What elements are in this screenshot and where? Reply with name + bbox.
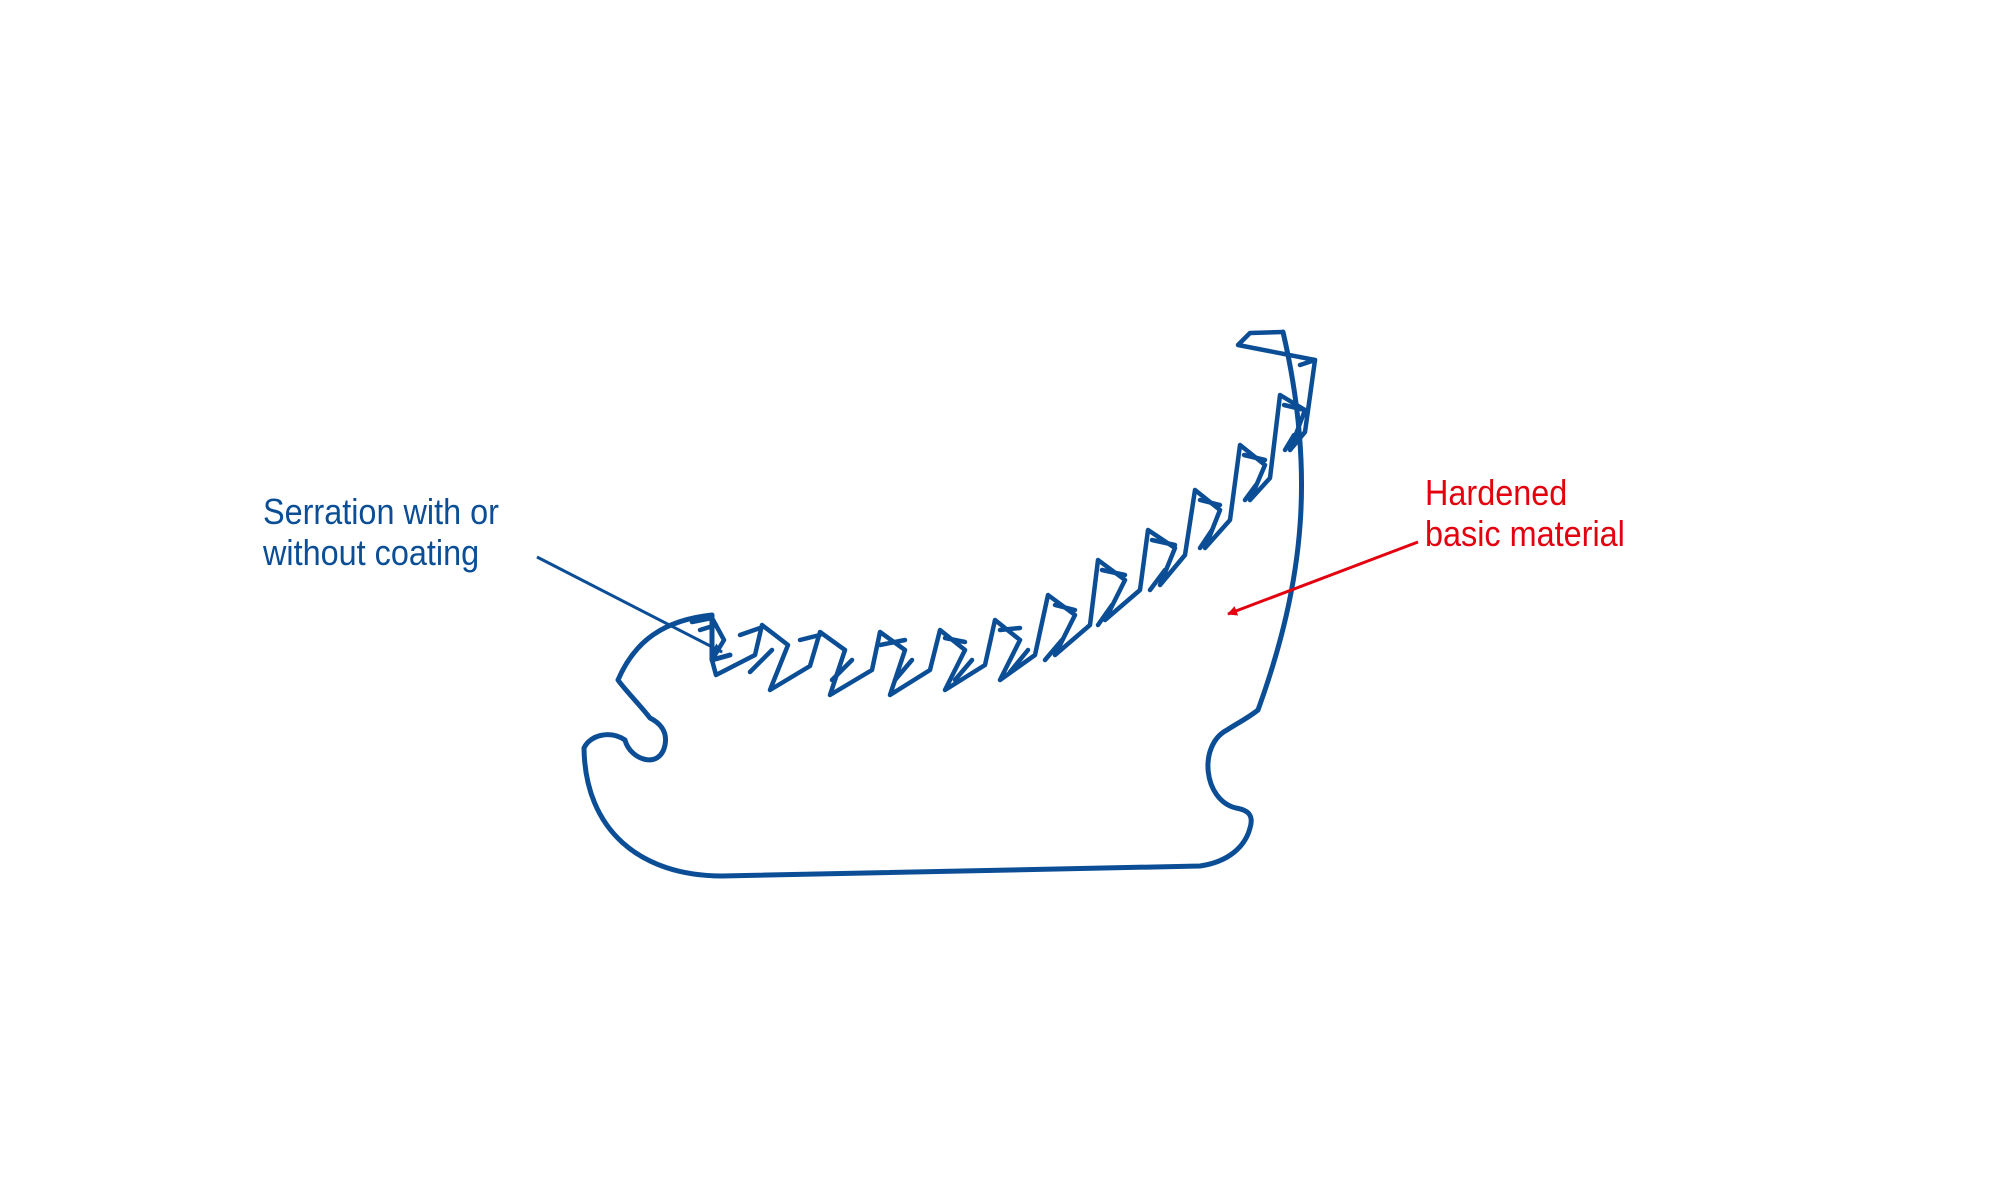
serration-teeth	[689, 329, 1318, 698]
hardened-leader-arrow	[1227, 540, 1419, 616]
blade-outline	[581, 329, 1305, 879]
hardened-label: Hardened basic material	[1425, 472, 1625, 554]
serration-label-line-1: Serration with or	[263, 491, 499, 532]
serration-leader-arrow	[536, 555, 723, 654]
serration-label: Serration with or without coating	[263, 491, 499, 573]
hardened-label-line-1: Hardened	[1425, 472, 1568, 513]
serration-label-line-2: without coating	[263, 532, 480, 573]
hardened-label-line-2: basic material	[1425, 513, 1625, 554]
